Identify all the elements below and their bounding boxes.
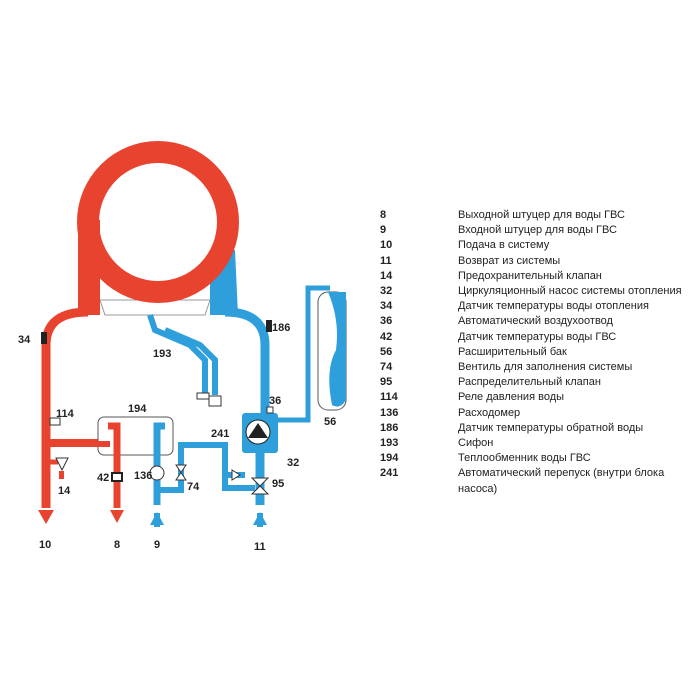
fill-valve-icon — [175, 464, 187, 481]
legend-text: Автоматический воздухоотвод — [458, 315, 613, 328]
legend-row: 34 Датчик температуры воды отопления — [380, 299, 690, 314]
legend-row: 11 Возврат из системы — [380, 254, 690, 269]
legend-text: Вентиль для заполнения системы — [458, 361, 633, 374]
legend-number: 95 — [380, 376, 393, 389]
label-10: 10 — [39, 539, 51, 551]
legend-row: 241 Автоматический перепуск (внутри блока… — [380, 466, 690, 496]
legend-number: 11 — [380, 254, 392, 267]
legend-number: 186 — [380, 421, 399, 434]
legend-number: 34 — [380, 300, 393, 313]
legend-row: 8 Выходной штуцер для воды ГВС — [380, 208, 690, 223]
sensor-42-icon — [111, 472, 123, 482]
supply-pipe — [41, 307, 89, 508]
legend-row: 136 Расходомер — [380, 406, 690, 421]
diverter-valve-icon — [250, 477, 270, 495]
legend-text: Распределительный клапан — [458, 376, 601, 389]
legend-number: 114 — [380, 391, 398, 404]
legend-text: Предохранительный клапан — [458, 269, 602, 282]
legend-number: 56 — [380, 345, 393, 358]
label-11: 11 — [254, 541, 266, 553]
label-32: 32 — [287, 457, 299, 469]
legend-row: 14 Предохранительный клапан — [380, 269, 690, 284]
legend-row: 114 Реле давления воды — [380, 390, 690, 405]
return-pipe — [224, 307, 270, 415]
label-193: 193 — [153, 348, 171, 360]
legend-row: 193 Сифон — [380, 436, 690, 451]
label-56: 56 — [324, 416, 336, 428]
legend-text: Теплообменник воды ГВС — [458, 452, 591, 465]
legend-row: 10 Подача в систему — [380, 238, 690, 253]
legend-text: Расширительный бак — [458, 345, 567, 358]
label-14: 14 — [58, 485, 71, 497]
legend-text: Автоматический перепуск (внутри блока на… — [458, 467, 665, 495]
sensor-186-icon — [266, 320, 272, 332]
legend-number: 10 — [380, 239, 393, 252]
legend-row: 74 Вентиль для заполнения системы — [380, 360, 690, 375]
legend: 8 Выходной штуцер для воды ГВС 9 Входной шт… — [380, 208, 690, 497]
expansion-pipe — [278, 285, 330, 423]
legend-number: 9 — [380, 224, 387, 237]
label-74: 74 — [187, 481, 200, 493]
legend-row: 36 Автоматический воздухоотвод — [380, 314, 690, 329]
label-136: 136 — [134, 470, 152, 482]
legend-text: Возврат из системы — [458, 254, 561, 267]
legend-text: Подача в систему — [458, 239, 550, 252]
legend-number: 241 — [380, 467, 399, 480]
arrow-down-icon — [38, 510, 54, 524]
legend-text: Циркуляционный насос системы отопления — [458, 285, 682, 298]
legend-text: Реле давления воды — [458, 391, 565, 404]
pressure-switch-icon — [49, 417, 61, 426]
legend-number: 74 — [380, 361, 393, 374]
legend-row: 186 Датчик температуры обратной воды — [380, 421, 690, 436]
label-8: 8 — [114, 539, 120, 551]
legend-number: 36 — [380, 315, 393, 328]
label-95: 95 — [272, 478, 284, 490]
main-heat-exchanger — [77, 141, 239, 303]
supply-manifold — [78, 220, 100, 315]
flow-meter-icon — [149, 465, 165, 481]
legend-number: 32 — [380, 285, 393, 298]
legend-text: Датчик температуры обратной воды — [458, 421, 644, 434]
legend-number: 194 — [380, 452, 399, 465]
fill-pipe — [157, 442, 245, 493]
bypass-icon — [231, 469, 241, 481]
legend-row: 9 Входной штуцер для воды ГВС — [380, 223, 690, 238]
legend-text: Сифон — [458, 437, 494, 450]
label-194: 194 — [128, 403, 147, 415]
label-186: 186 — [272, 322, 290, 334]
legend-number: 193 — [380, 437, 399, 450]
legend-row: 42 Датчик температуры воды ГВС — [380, 330, 690, 345]
label-241: 241 — [211, 428, 229, 440]
safety-valve-icon — [55, 457, 69, 472]
label-34: 34 — [18, 334, 31, 346]
legend-text: Расходомер — [458, 406, 521, 419]
legend-row: 32 Циркуляционный насос системы отопления — [380, 284, 690, 299]
legend-number: 136 — [380, 406, 399, 419]
siphon — [147, 314, 208, 395]
legend-text: Датчик температуры воды ГВС — [458, 330, 617, 343]
legend-text: Входной штуцер для воды ГВС — [458, 224, 617, 237]
label-9: 9 — [154, 539, 160, 551]
sensor-34-icon — [41, 332, 47, 344]
legend-text: Выходной штуцер для воды ГВС — [458, 209, 625, 221]
air-vent-icon — [266, 406, 274, 414]
label-36: 36 — [269, 395, 281, 407]
legend-number: 14 — [380, 269, 393, 282]
legend-row: 194 Теплообменник воды ГВС — [380, 451, 690, 466]
legend-number: 8 — [380, 209, 387, 221]
legend-number: 42 — [380, 330, 393, 343]
legend-text: Датчик температуры воды отопления — [458, 300, 649, 313]
label-42: 42 — [97, 472, 109, 484]
label-114: 114 — [56, 408, 75, 420]
legend-row: 95 Распределительный клапан — [380, 375, 690, 390]
legend-row: 56 Расширительный бак — [380, 345, 690, 360]
